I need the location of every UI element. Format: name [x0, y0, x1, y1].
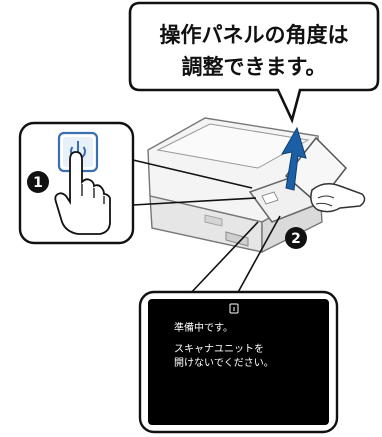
lcd-screen-detail: 準備中です。 スキャナユニットを 開けないでください。: [138, 290, 339, 434]
printer-illustration: [147, 117, 366, 254]
lcd-connector-lines: [187, 215, 281, 297]
callout-line-2: 調整できます。: [182, 55, 327, 79]
step-2-marker: 2: [285, 227, 307, 249]
tilt-up-arrow-icon: [281, 126, 307, 191]
lcd-line-1: 準備中です。: [174, 321, 233, 334]
info-icon: [229, 303, 239, 314]
callout-line-1: 操作パネルの角度は: [160, 23, 349, 47]
power-button-detail: 1: [18, 121, 257, 245]
lcd-display: [148, 299, 329, 425]
lcd-line-2: スキャナユニットを: [174, 343, 264, 355]
callout-bubble: 操作パネルの角度は 調整できます。: [128, 1, 380, 124]
lcd-line-3: 開けないでください。: [174, 357, 274, 369]
pointing-hand-icon: [54, 151, 111, 235]
step-number-2: 2: [291, 231, 301, 247]
step-number-1: 1: [33, 175, 43, 191]
